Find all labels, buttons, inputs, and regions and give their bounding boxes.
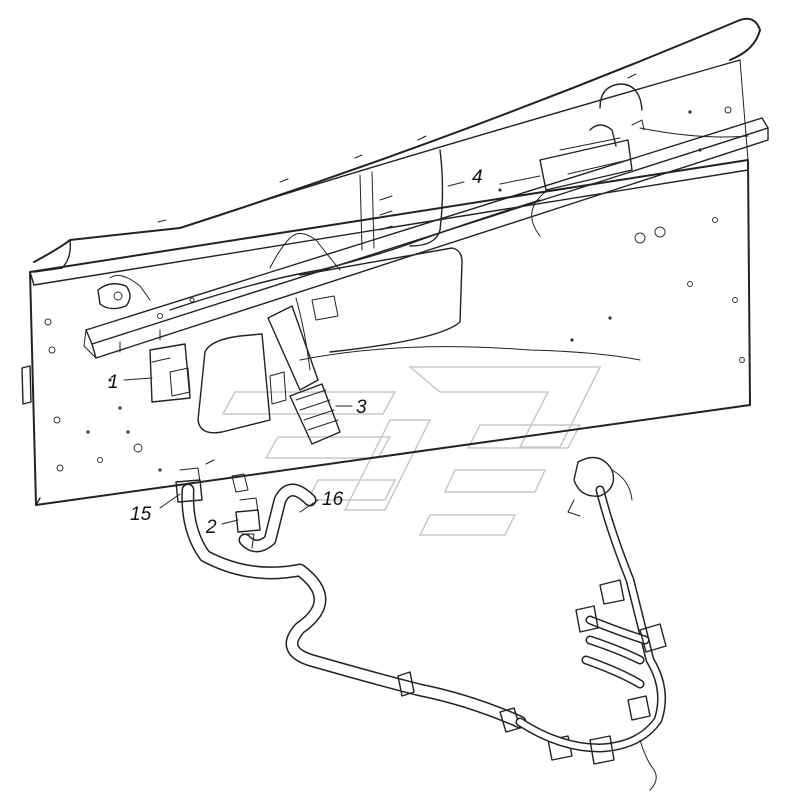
hose-assembly (175, 459, 573, 761)
cross-rail (83, 117, 769, 359)
callout-15: 15 (130, 504, 152, 525)
panel-harness (169, 119, 749, 361)
callout-2: 2 (205, 517, 217, 538)
front-panel (21, 17, 761, 506)
bracket-module (149, 343, 191, 403)
callout-3: 3 (356, 397, 367, 418)
right-harness (515, 456, 667, 791)
leader-lines (123, 181, 465, 525)
callouts: 1 2 3 4 15 16 (108, 167, 483, 538)
watermark-logo (221, 366, 602, 536)
callout-16: 16 (322, 489, 344, 510)
callout-1: 1 (108, 372, 119, 393)
upper-left-fitting (97, 274, 151, 310)
pedal-assembly (267, 295, 341, 445)
callout-4: 4 (472, 167, 483, 188)
